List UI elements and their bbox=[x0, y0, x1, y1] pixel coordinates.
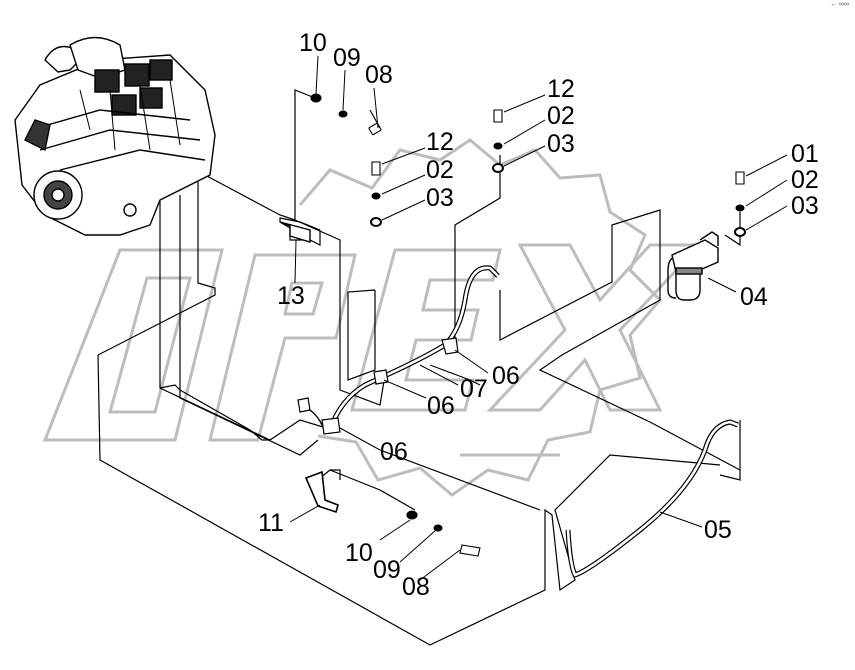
callout-06-right: 06 bbox=[492, 362, 520, 390]
callout-02-far: 02 bbox=[791, 166, 819, 194]
watermark-letter-p bbox=[208, 253, 357, 442]
callout-09-bot: 09 bbox=[373, 556, 401, 584]
bracket-13 bbox=[279, 221, 311, 243]
watermark-logo bbox=[42, 138, 704, 497]
callout-01: 01 bbox=[791, 140, 819, 168]
callout-10-bot: 10 bbox=[345, 539, 373, 567]
watermark-letter-x bbox=[486, 243, 704, 412]
watermark-letter-o bbox=[42, 248, 224, 442]
callout-02-right: 02 bbox=[547, 102, 575, 130]
callout-07: 07 bbox=[460, 375, 488, 403]
bracket-11 bbox=[304, 470, 339, 514]
fuel-filter bbox=[667, 231, 719, 301]
watermark-gear-outline bbox=[298, 138, 663, 497]
callout-08-top: 08 bbox=[365, 61, 393, 89]
fuel-line-lower bbox=[565, 419, 739, 579]
callout-06-left: 06 bbox=[380, 438, 408, 466]
callout-10-top: 10 bbox=[299, 29, 327, 57]
corner-mark: ← ∞∞ bbox=[830, 1, 849, 8]
fuel-lines bbox=[299, 265, 739, 579]
callout-05: 05 bbox=[704, 516, 732, 544]
callout-08-bot: 08 bbox=[402, 573, 430, 601]
callout-04: 04 bbox=[740, 283, 768, 311]
callout-11: 11 bbox=[258, 509, 284, 537]
washers bbox=[310, 93, 746, 532]
callout-13: 13 bbox=[277, 282, 305, 310]
callout-12-right: 12 bbox=[547, 75, 575, 103]
callout-02-mid: 02 bbox=[426, 156, 454, 184]
callout-06-mid: 06 bbox=[427, 392, 455, 420]
callout-03-mid: 03 bbox=[426, 184, 454, 212]
leader-lines bbox=[289, 55, 788, 581]
callout-03-right: 03 bbox=[547, 130, 575, 158]
bolts bbox=[368, 109, 745, 557]
callout-12-mid: 12 bbox=[426, 128, 454, 156]
callout-09-top: 09 bbox=[333, 44, 361, 72]
engine-block bbox=[14, 36, 216, 236]
watermark-letter-e bbox=[350, 248, 502, 412]
callout-03-far: 03 bbox=[791, 192, 819, 220]
